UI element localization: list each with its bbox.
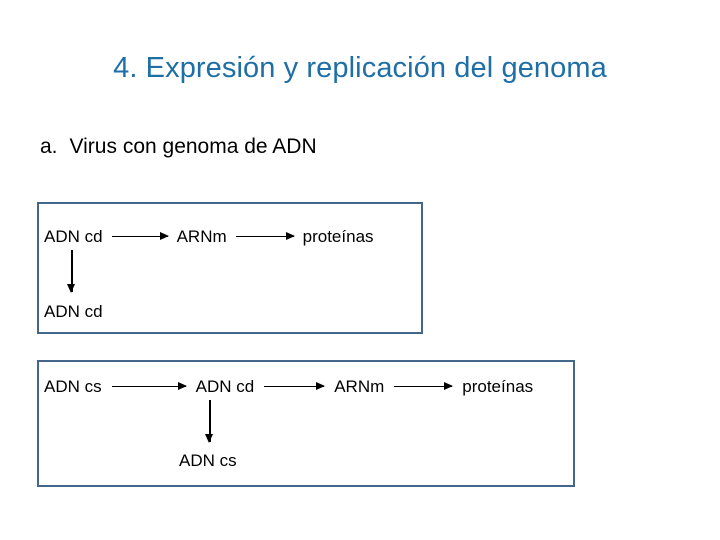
node-dna-cd-source: ADN cd [44, 227, 103, 246]
page-title: 4. Expresión y replicación del genoma [113, 52, 607, 84]
node-arnm: ARNm [176, 227, 227, 246]
node-dna-cd-intermediate: ADN cd [195, 377, 255, 396]
node-dna-cs-replicated: ADN cs [179, 451, 237, 470]
node-proteinas: proteínas [462, 377, 534, 396]
diagram-box-dna-double-stranded [37, 202, 423, 334]
section-heading: a. Virus con genoma de ADN [40, 135, 317, 159]
arrow-right-icon [264, 381, 326, 393]
diagram-box-dna-single-stranded [37, 360, 575, 487]
node-arnm: ARNm [334, 377, 385, 396]
arrow-right-icon [394, 381, 454, 393]
section-label: Virus con genoma de ADN [69, 135, 317, 158]
flow-row-dna-ss-primary: ADN cs ADN cd ARNm proteínas [44, 378, 533, 395]
node-dna-cd-replicated: ADN cd [44, 302, 103, 321]
flow-row-dna-ds-replication: ADN cd [44, 303, 103, 320]
arrow-right-icon [111, 381, 187, 393]
arrow-right-icon [235, 231, 295, 243]
flow-row-dna-ds-primary: ADN cd ARNm proteínas [44, 228, 374, 245]
arrow-down-icon [204, 400, 216, 443]
flow-row-dna-ss-replication: ADN cs [179, 452, 237, 469]
node-proteinas: proteínas [302, 227, 374, 246]
node-dna-cs-source: ADN cs [44, 377, 102, 396]
section-marker: a. [40, 135, 58, 158]
arrow-down-icon [66, 250, 78, 293]
arrow-right-icon [111, 231, 169, 243]
